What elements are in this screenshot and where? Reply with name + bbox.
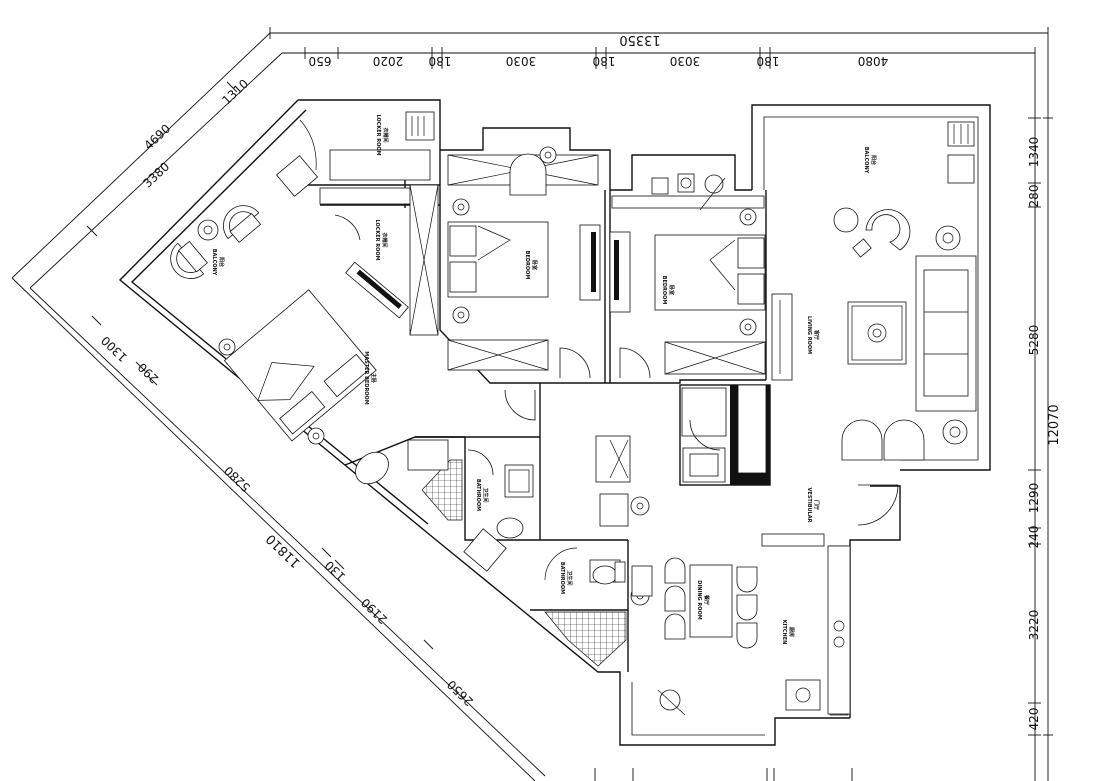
room-label-bedroom-1: 卧室 BEDROOM [524, 251, 538, 280]
svg-text:阳台: 阳台 [870, 155, 877, 165]
svg-text:BALCONY: BALCONY [211, 249, 217, 276]
svg-text:LIVING ROOM: LIVING ROOM [806, 316, 812, 354]
svg-text:KITCHEN: KITCHEN [781, 620, 787, 645]
room-label-kitchen: 厨房 KITCHEN [781, 620, 795, 645]
right-dim-420: 420 [1027, 708, 1041, 731]
svg-text:衣帽间: 衣帽间 [382, 127, 389, 142]
dimension-lines [11, 27, 1053, 781]
svg-text:BEDROOM: BEDROOM [524, 251, 530, 280]
ll-dim-5280: 5280 [221, 463, 253, 494]
svg-text:LOCKER ROOM: LOCKER ROOM [374, 219, 380, 260]
svg-text:门厅: 门厅 [813, 500, 820, 510]
top-dim-650: 650 [309, 54, 332, 68]
right-dim-1290: 1290 [1027, 483, 1041, 514]
top-dim-3030a: 3030 [506, 54, 537, 68]
top-dim-2020: 2020 [373, 54, 404, 68]
svg-text:卫生间: 卫生间 [566, 570, 573, 585]
ll-dim-2650: 2650 [444, 677, 476, 708]
exterior-walls [118, 99, 991, 746]
room-label-living-room: 客厅 LIVING ROOM [806, 316, 820, 354]
room-label-vestibular: 门厅 VESTIBULAR [806, 488, 820, 523]
top-dim-4080: 4080 [858, 54, 889, 68]
right-dim-3220: 3220 [1027, 610, 1041, 641]
right-dimension-labels: 12070 1340 280 5280 1290 240 3220 420 [1027, 137, 1062, 731]
svg-text:主卧: 主卧 [370, 373, 377, 383]
svg-text:VESTIBULAR: VESTIBULAR [806, 488, 812, 523]
top-dim-180b: 180 [593, 54, 616, 68]
ll-dim-2190: 2190 [358, 595, 390, 626]
right-dim-5280: 5280 [1027, 325, 1041, 356]
ul-dim-3380: 3380 [140, 160, 172, 191]
svg-text:DINING ROOM: DINING ROOM [696, 580, 702, 619]
top-dim-180a: 180 [429, 54, 452, 68]
right-dim-240: 240 [1027, 526, 1041, 549]
room-label-bathroom-1: 卫生间 BATHROOM [475, 479, 489, 511]
svg-text:餐厅: 餐厅 [703, 594, 710, 605]
top-dim-3030b: 3030 [670, 54, 701, 68]
right-total-dim: 12070 [1047, 404, 1062, 445]
svg-text:阳台: 阳台 [218, 257, 225, 267]
balcony-chair [170, 240, 208, 279]
svg-text:卫生间: 卫生间 [482, 487, 489, 502]
svg-text:卧室: 卧室 [668, 285, 675, 295]
top-dim-180c: 180 [757, 54, 780, 68]
ll-dim-290: 290 [135, 360, 161, 386]
top-dimension-labels: 13350 650 2020 180 3030 180 3030 180 408… [309, 32, 889, 68]
room-label-balcony-left: 阳台 BALCONY [211, 249, 225, 276]
svg-text:LOCKER ROOM: LOCKER ROOM [375, 114, 381, 155]
balcony-chair [223, 205, 262, 243]
room-labels: 衣帽间 LOCKER ROOM 衣帽间 LOCKER ROOM 阳台 BALCO… [211, 114, 877, 644]
top-total-dim: 13350 [619, 32, 660, 47]
room-label-balcony-right: 阳台 BALCONY [863, 147, 877, 174]
ul-dim-4690: 4690 [141, 122, 173, 153]
svg-text:客厅: 客厅 [813, 329, 820, 340]
svg-text:MASTER BEDROOM: MASTER BEDROOM [363, 351, 369, 405]
svg-text:厨房: 厨房 [788, 627, 795, 637]
svg-text:衣帽间: 衣帽间 [381, 232, 388, 247]
room-label-dining-room: 餐厅 DINING ROOM [696, 580, 710, 619]
svg-text:BATHROOM: BATHROOM [559, 562, 565, 594]
svg-text:卧室: 卧室 [531, 260, 538, 270]
right-dim-1340: 1340 [1027, 137, 1041, 168]
room-label-master-bedroom: 主卧 MASTER BEDROOM [363, 351, 377, 405]
svg-text:BATHROOM: BATHROOM [475, 479, 481, 511]
room-label-locker-room-top: 衣帽间 LOCKER ROOM [375, 114, 389, 155]
room-label-bathroom-2: 卫生间 BATHROOM [559, 562, 573, 594]
ll-dim-11810: 11810 [263, 531, 303, 571]
svg-text:BEDROOM: BEDROOM [661, 276, 667, 305]
doors [334, 214, 899, 526]
ll-dim-1300: 1300 [98, 333, 130, 364]
master-bed [223, 289, 377, 442]
room-label-locker-room-mid: 衣帽间 LOCKER ROOM [374, 219, 388, 260]
furniture [170, 111, 977, 716]
ul-dim-1310: 1310 [219, 77, 251, 108]
svg-text:BALCONY: BALCONY [863, 147, 869, 174]
right-dim-280: 280 [1027, 185, 1041, 208]
room-label-bedroom-2: 卧室 BEDROOM [661, 276, 675, 305]
